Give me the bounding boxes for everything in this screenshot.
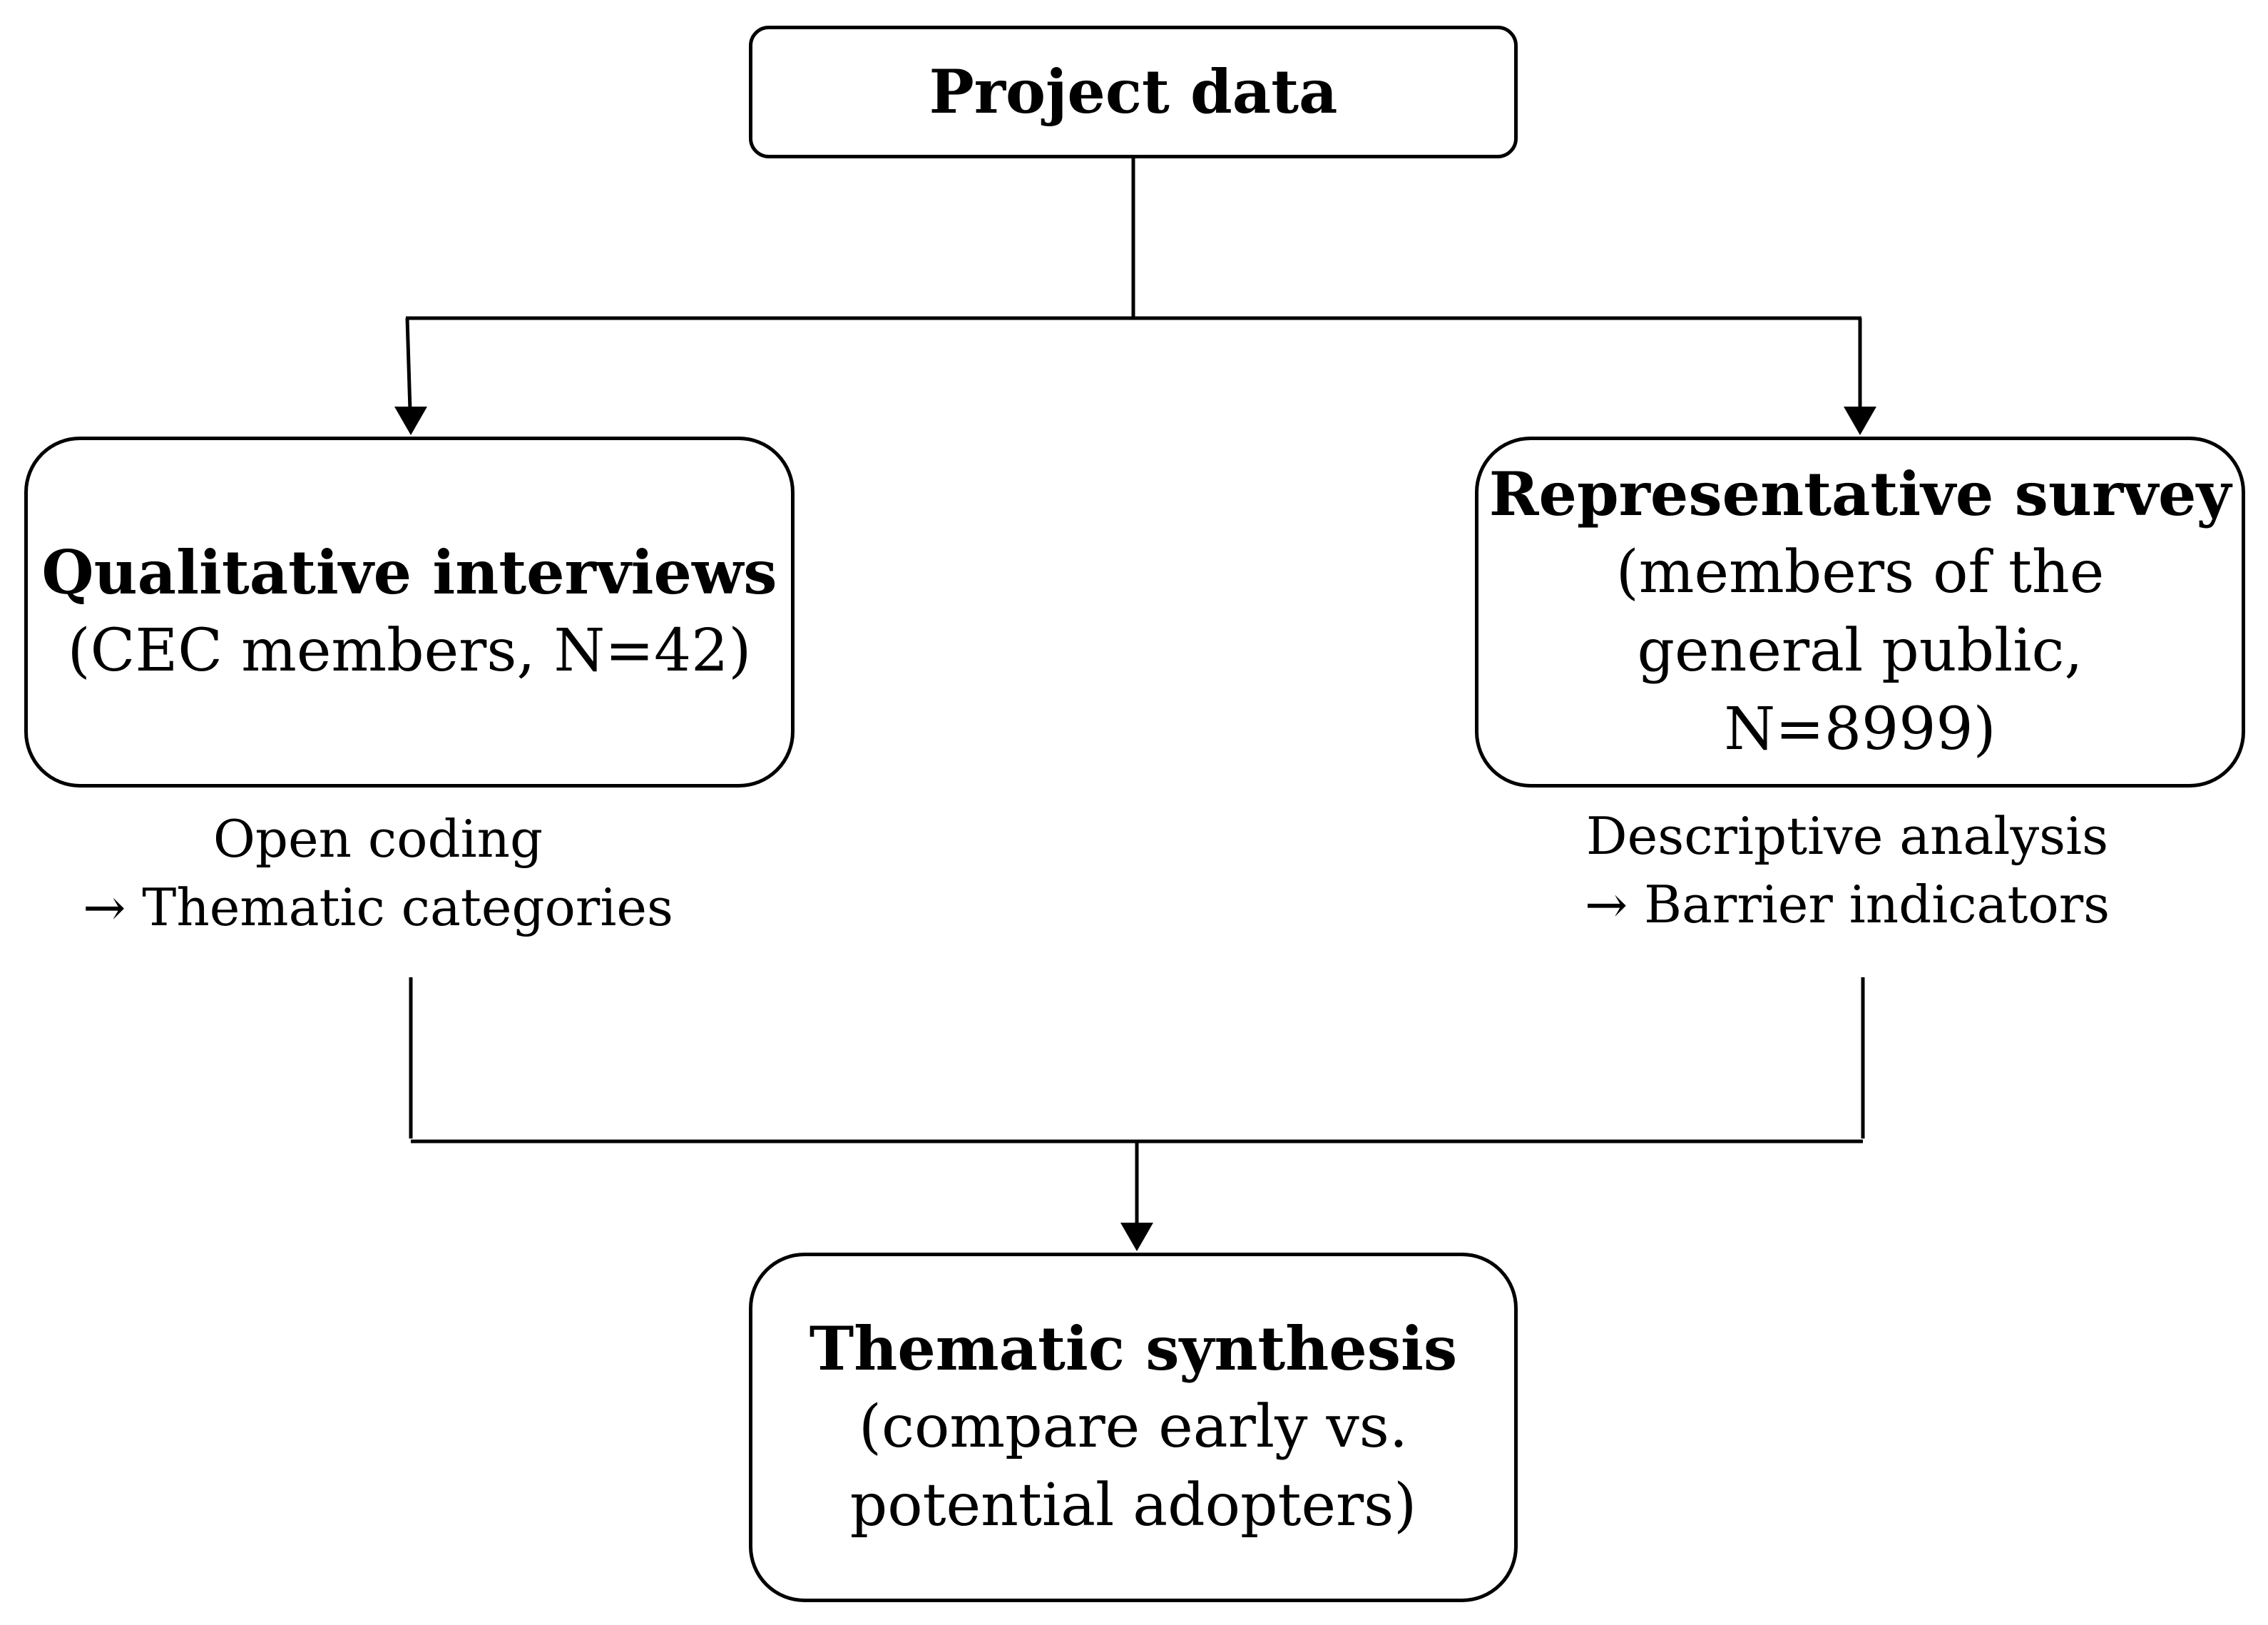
- project-data-node: Project data: [749, 26, 1518, 158]
- representative-survey-detail-line-3: N=8999): [1724, 696, 1996, 763]
- qualitative-method-note: Open coding → Thematic categories: [71, 805, 685, 942]
- thematic-synthesis-node: Thematic synthesis (compare early vs. po…: [749, 1253, 1518, 1602]
- thematic-synthesis-title: Thematic synthesis: [809, 1313, 1458, 1384]
- edge-project-to-qualitative: [405, 317, 412, 412]
- representative-survey-title: Representative survey: [1488, 459, 2232, 529]
- project-data-title: Project data: [929, 56, 1338, 127]
- survey-method-note: Descriptive analysis → Barrier indicator…: [1569, 802, 2125, 939]
- arrowhead-qualitative: [394, 407, 427, 435]
- arrowhead-survey: [1844, 407, 1876, 435]
- representative-survey-detail-line-2: general public,: [1637, 617, 2083, 685]
- qualitative-note-line-1: Open coding: [213, 809, 543, 869]
- survey-note-line-2: → Barrier indicators: [1584, 875, 2110, 934]
- thematic-synthesis-detail-line-2: potential adopters): [849, 1472, 1417, 1539]
- qualitative-interviews-detail: (CEC members, N=42): [67, 617, 752, 685]
- qualitative-interviews-title: Qualitative interviews: [41, 537, 777, 608]
- qualitative-interviews-node: Qualitative interviews (CEC members, N=4…: [24, 437, 795, 788]
- arrowhead-synthesis: [1120, 1223, 1153, 1251]
- qualitative-note-line-2: → Thematic categories: [83, 877, 673, 937]
- representative-survey-node: Representative survey (members of the ge…: [1475, 437, 2245, 788]
- representative-survey-detail-line-1: (members of the: [1615, 539, 2105, 606]
- survey-note-line-1: Descriptive analysis: [1585, 806, 2109, 866]
- thematic-synthesis-detail-line-1: (compare early vs.: [859, 1393, 1408, 1461]
